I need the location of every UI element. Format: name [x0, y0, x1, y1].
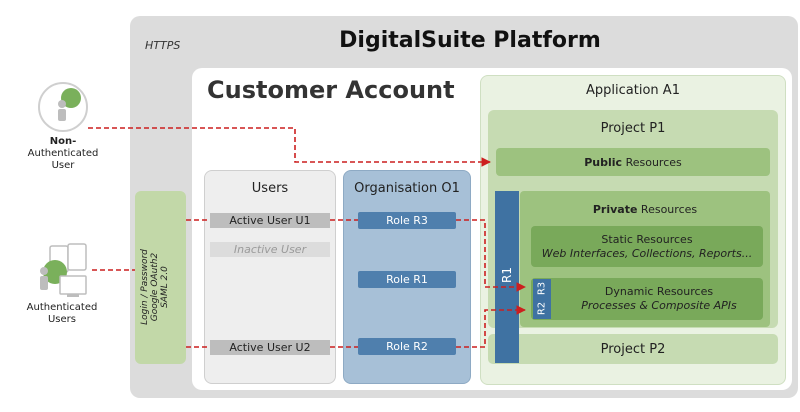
role-tag-r2: R2 — [533, 299, 551, 319]
users-title: Users — [251, 181, 289, 196]
active-user-u1: Active User U1 — [210, 213, 330, 228]
static-resources-title: Static Resources — [601, 233, 693, 246]
platform-title: DigitalSuite Platform — [339, 28, 601, 53]
auth-users-line2: Users — [47, 314, 76, 325]
public-resources-label: Resources — [622, 155, 682, 169]
authenticated-users-label: Authenticated Users — [12, 302, 112, 326]
non-auth-line3: User — [51, 160, 75, 171]
protocol-label: HTTPS — [145, 39, 181, 52]
non-authenticated-user-icon — [38, 82, 88, 132]
active-user-u2: Active User U2 — [210, 340, 330, 355]
organisation-title: Organisation O1 — [354, 181, 460, 196]
role-tag-r3: R3 — [533, 279, 551, 299]
application-title: Application A1 — [586, 83, 680, 98]
authenticated-users-icon — [40, 243, 87, 297]
dynamic-resources-subtitle: Processes & Composite APIs — [581, 299, 737, 312]
flow-r3-to-dynamic — [456, 219, 526, 292]
non-authenticated-user-label: Non- Authenticated User — [18, 136, 108, 172]
dynamic-resources-title: Dynamic Resources — [604, 285, 714, 298]
flow-r2-to-dynamic — [456, 305, 526, 348]
non-auth-line1: Non- — [49, 136, 77, 147]
non-auth-line2: Authenticated — [27, 148, 99, 159]
auth-methods-box — [135, 191, 186, 364]
public-resources-bold: Public — [584, 155, 623, 169]
public-resources: Public Resources — [496, 148, 770, 176]
role-r2: Role R2 — [358, 338, 456, 355]
role-r3: Role R3 — [358, 212, 456, 229]
inactive-user: Inactive User — [210, 242, 330, 257]
role-r1-bar — [495, 191, 519, 363]
project-p2: Project P2 — [488, 334, 778, 364]
flow-non-auth-to-public — [88, 127, 491, 167]
private-resources-title: Private Resources — [520, 203, 770, 216]
static-resources: Static Resources Web Interfaces, Collect… — [531, 226, 763, 267]
customer-account-title: Customer Account — [207, 76, 455, 104]
project-p1-title: Project P1 — [600, 121, 666, 136]
private-resources-bold: Private — [592, 203, 638, 216]
dynamic-resources: Dynamic Resources Processes & Composite … — [531, 278, 763, 320]
role-r1: Role R1 — [358, 271, 456, 288]
private-resources-label: Resources — [637, 203, 698, 216]
auth-users-line1: Authenticated — [26, 302, 98, 313]
static-resources-subtitle: Web Interfaces, Collections, Reports... — [541, 247, 753, 260]
